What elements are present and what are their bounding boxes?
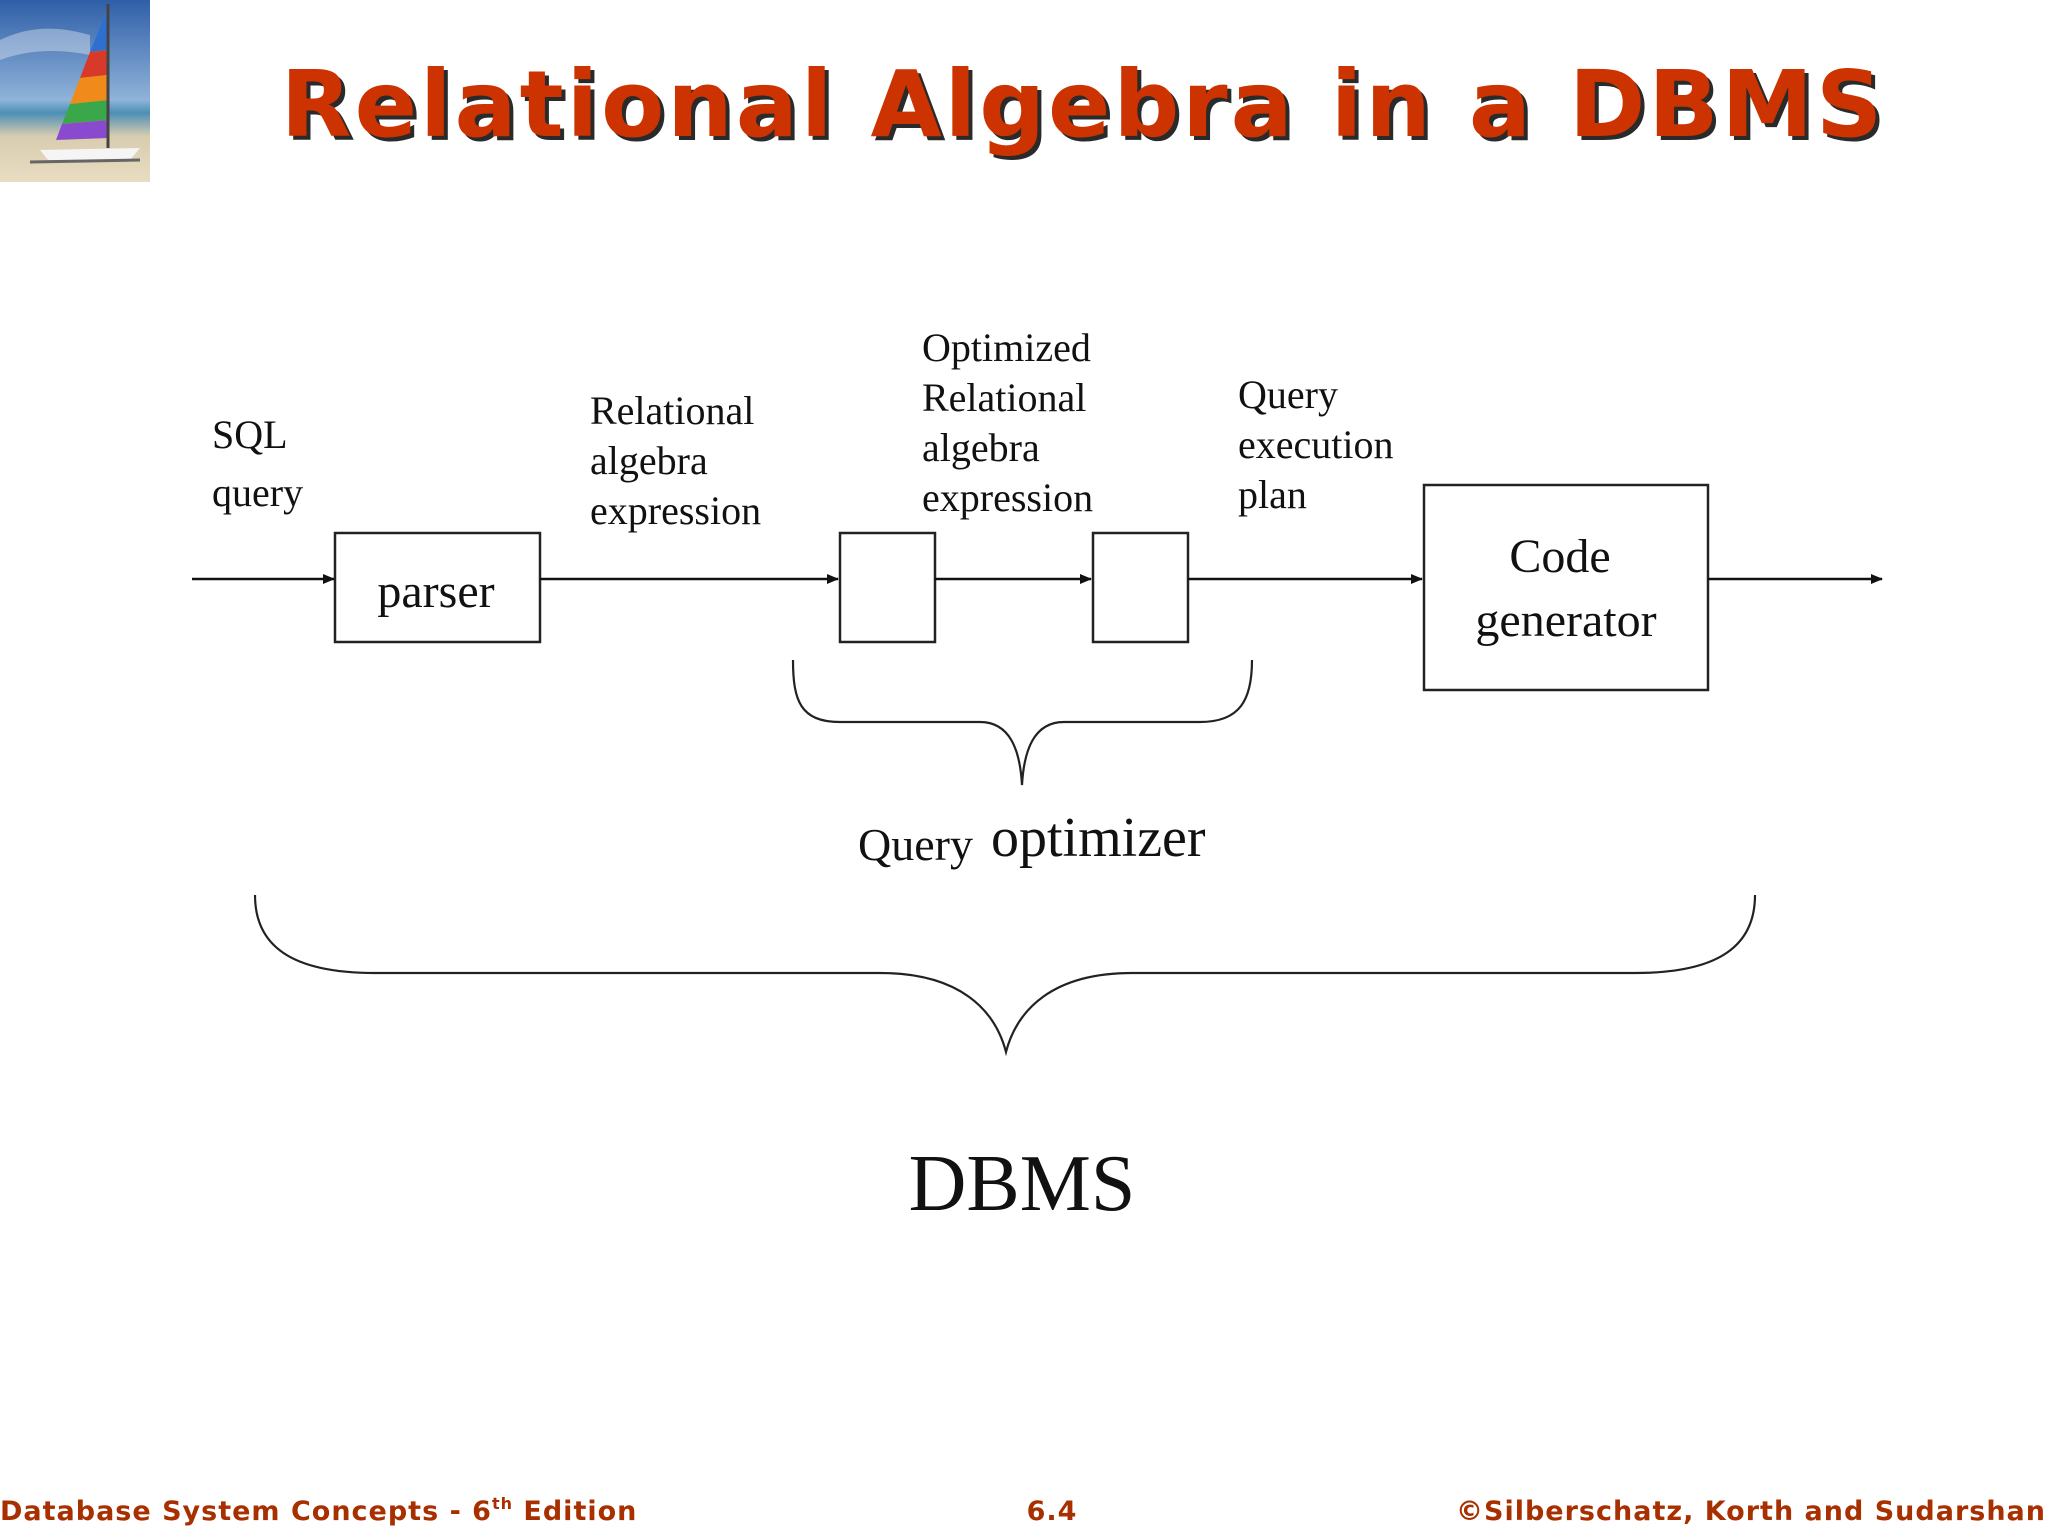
footer-page-number: 6.4 xyxy=(1027,1496,1078,1527)
code-generator-box xyxy=(1422,483,1710,692)
query-execution-plan-label: Query execution plan xyxy=(1238,372,1404,517)
query-optimizer-label: Query optimizer xyxy=(858,807,1206,870)
sql-query-label: SQL query xyxy=(212,412,303,515)
dbms-brace xyxy=(253,894,1757,1057)
page-title-shadow: Relational Algebra in a DBMS xyxy=(285,55,1890,162)
optimized-relational-algebra-expression-label: Optimized Relational algebra expression xyxy=(922,325,1101,520)
optimizer-box-1 xyxy=(838,531,937,644)
page-title: Relational Algebra in a DBMS xyxy=(281,51,1886,158)
sailboat-logo-icon xyxy=(0,0,150,182)
optimizer-box-2 xyxy=(1091,531,1190,644)
relational-algebra-expression-label: Relational algebra expression xyxy=(590,388,764,533)
query-optimizer-brace xyxy=(791,659,1254,786)
parser-box xyxy=(333,531,542,644)
dbms-label: DBMS xyxy=(909,1140,1136,1228)
parser-label: parser xyxy=(377,565,494,618)
code-generator-label: Code generator xyxy=(1475,530,1656,647)
footer-book-title: Database System Concepts - 6th Edition xyxy=(0,1494,637,1527)
footer-copyright: ©Silberschatz, Korth and Sudarshan xyxy=(1456,1496,2046,1527)
